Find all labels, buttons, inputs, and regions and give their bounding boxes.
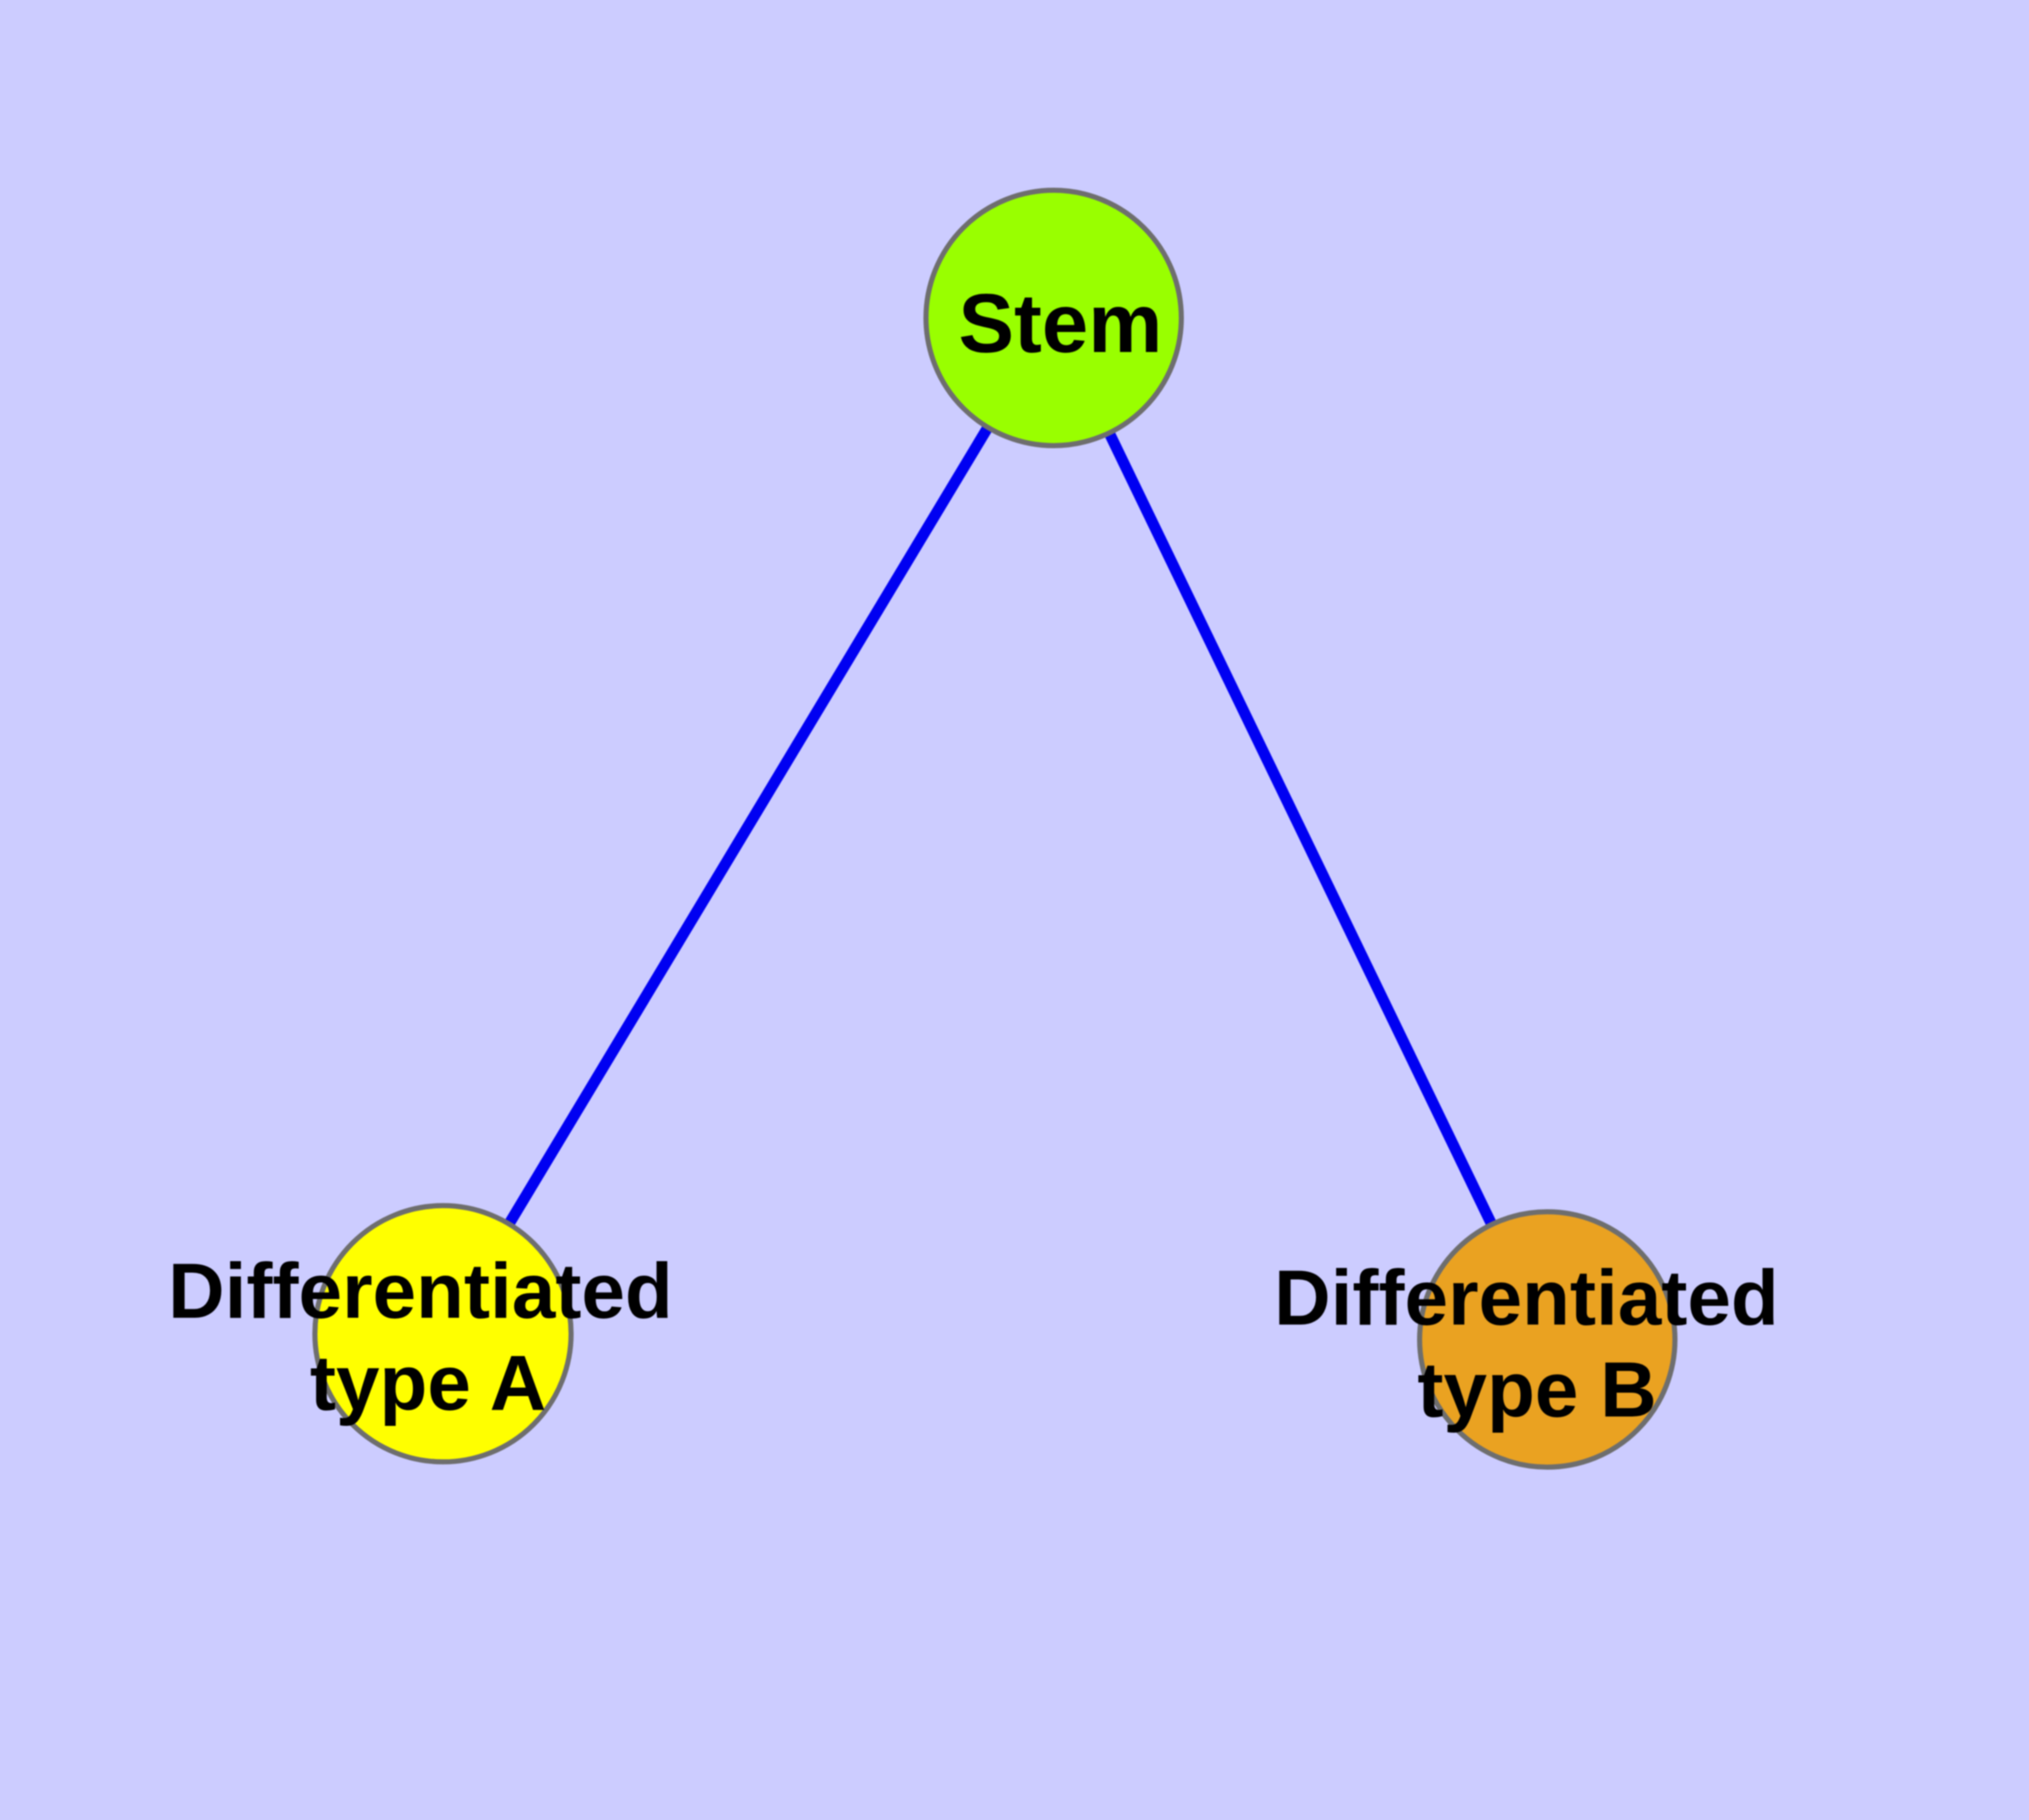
svg-text:type A: type A	[310, 1340, 546, 1427]
svg-text:Stem: Stem	[958, 277, 1163, 370]
svg-text:Differentiated: Differentiated	[1274, 1255, 1779, 1342]
svg-text:type B: type B	[1417, 1347, 1656, 1434]
svg-text:Differentiated: Differentiated	[169, 1248, 673, 1335]
